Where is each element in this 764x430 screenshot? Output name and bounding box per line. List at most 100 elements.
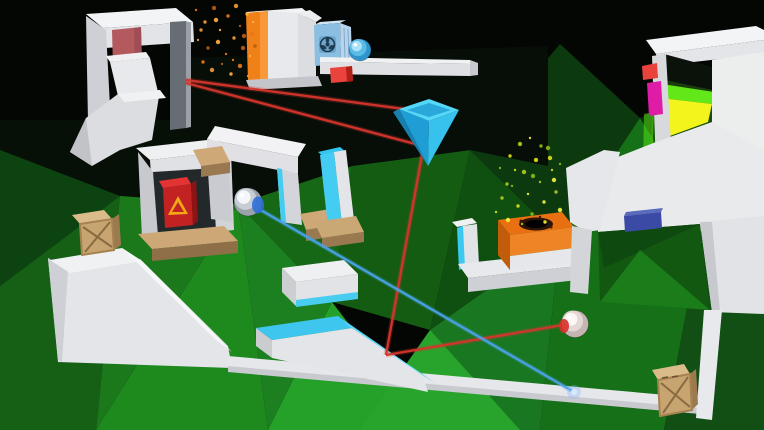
bridge-opening-light	[600, 250, 710, 310]
hook-left-column	[86, 16, 111, 126]
crate-mark	[671, 375, 679, 378]
ember-particle	[249, 31, 255, 37]
ember-particle	[218, 28, 222, 32]
red-wedge-shade	[346, 66, 353, 82]
bridge-left-leg	[570, 226, 592, 294]
window-opening-dark	[662, 54, 716, 92]
ledge-front	[320, 62, 470, 76]
ember-particle	[201, 60, 205, 64]
crate-x	[662, 376, 689, 414]
steel-post-edge	[186, 21, 191, 128]
ember-particle	[215, 39, 221, 45]
navy-block-top	[624, 208, 663, 216]
arch-top-front	[207, 139, 298, 174]
ball-layer[interactable]	[233, 38, 589, 338]
fan-cube[interactable]	[314, 20, 352, 66]
box-base	[246, 76, 322, 90]
silver-ball-glint	[239, 193, 245, 198]
ember-particle	[213, 17, 219, 23]
portal-front-orange	[510, 227, 574, 256]
spark-particle	[550, 168, 554, 172]
wood-crate-left[interactable]	[72, 210, 121, 257]
spark-particle	[516, 204, 520, 208]
hook-arm	[70, 90, 160, 166]
portal-block	[498, 212, 574, 270]
arch-foot-wood-front	[201, 162, 230, 177]
cyan-wall-base-front	[322, 232, 364, 248]
cyan-ramp-flat	[256, 316, 352, 340]
spark-particle	[543, 220, 547, 224]
arch-cyan-edge	[277, 168, 286, 222]
box-front	[268, 11, 298, 80]
spark-particle	[526, 192, 530, 196]
spark-particle	[505, 217, 511, 223]
ramp-front	[48, 258, 232, 368]
terrain-poly	[470, 44, 640, 238]
funnel[interactable]	[393, 99, 459, 166]
portal-left-side	[498, 220, 510, 270]
fan-icon	[319, 36, 336, 53]
spark-particle	[528, 136, 532, 140]
tower-magenta-block	[647, 81, 663, 116]
wood-crate-right[interactable]	[652, 364, 698, 418]
bridge-opening-shade	[598, 224, 700, 268]
crate-x	[84, 221, 111, 253]
silver-ball[interactable]	[233, 187, 264, 217]
ember-particle	[232, 36, 236, 40]
spark-particle	[498, 166, 502, 170]
funnel-left-face	[399, 109, 429, 166]
blue-ball[interactable]	[348, 38, 372, 62]
red-spot-ball-glint	[567, 315, 572, 320]
ember-particle	[231, 58, 235, 62]
crate-mark	[661, 376, 669, 379]
block-cyan-strip	[296, 292, 358, 307]
funnel-rim-inner	[407, 103, 451, 117]
red-spot-ball-patch	[559, 319, 569, 333]
vent-line	[343, 27, 346, 61]
hook-mid-block	[110, 58, 158, 96]
bridge-left-arm	[566, 150, 620, 232]
ember-particle	[211, 5, 217, 11]
ember-particle	[224, 52, 228, 56]
tower-beam-top	[646, 26, 764, 54]
funnel-outer-left	[393, 109, 428, 166]
blue-ball-glint	[353, 42, 358, 47]
crate-top	[652, 364, 690, 380]
spark-particle	[505, 182, 509, 186]
laser-layer	[185, 77, 581, 399]
spark-particle	[521, 169, 527, 175]
terrain-poly	[0, 150, 120, 286]
terrain-poly	[332, 150, 470, 330]
box-shoulder-top	[298, 10, 322, 22]
red-spot-ball[interactable]	[559, 310, 589, 338]
box-shoulder	[298, 13, 316, 80]
spark-particle	[554, 190, 558, 194]
spark-particle	[539, 144, 543, 148]
tnt-crate[interactable]	[159, 177, 198, 228]
spark-particle	[530, 212, 534, 216]
red-laser-beam	[185, 81, 424, 148]
spark-particle	[533, 157, 539, 163]
ember-particle	[220, 62, 224, 66]
rail-edge	[228, 366, 700, 414]
spark-particle	[517, 141, 523, 147]
right-rail	[696, 310, 722, 420]
spark-particle	[530, 173, 536, 179]
ramp-plateau	[50, 248, 142, 273]
spark-particle	[545, 145, 551, 151]
spark-particle	[510, 184, 514, 188]
goal-yellow-panel[interactable]	[659, 98, 712, 140]
cyan-blocks	[256, 260, 436, 392]
spark-particle	[513, 168, 517, 172]
blue-laser-beam	[258, 207, 575, 394]
spark-particle	[558, 162, 562, 166]
silver-ball-patch	[252, 196, 264, 214]
big-ramp	[48, 210, 232, 368]
hook-arm-shadow	[70, 118, 92, 166]
red-laser-beam	[384, 148, 425, 356]
fan-assembly	[246, 8, 478, 90]
navy-block	[624, 212, 662, 232]
hook-top-face	[86, 8, 193, 28]
spark-particle	[508, 154, 512, 158]
